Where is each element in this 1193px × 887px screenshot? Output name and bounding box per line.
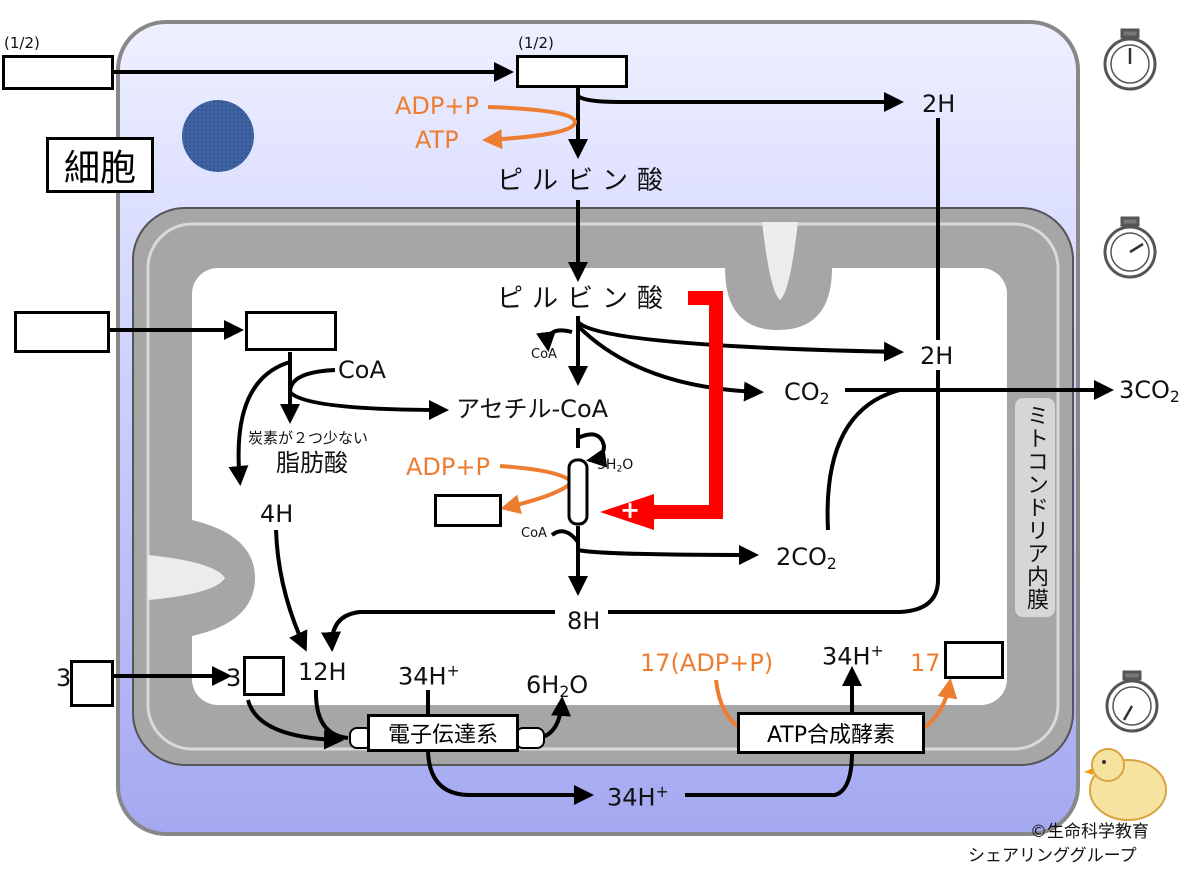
atp-17: 17: [910, 649, 941, 677]
blank-atp-synthase[interactable]: [944, 641, 1004, 679]
mito-intermembrane-edge: [146, 222, 1060, 751]
four-h: 4H: [260, 500, 294, 528]
mito-membrane-label: ミトコンドリア内膜: [1015, 398, 1055, 617]
co2-label: CO2: [784, 378, 830, 408]
h-plus-34-right: 34H+: [822, 642, 884, 671]
etc-label: 電子伝達系: [367, 714, 519, 752]
etc-cylinder-right: [515, 727, 545, 749]
blank-glycolysis[interactable]: [516, 55, 628, 88]
pyruvate-cytosol: ピルビン酸: [497, 166, 673, 196]
coeff-inner: 3: [226, 664, 242, 692]
pyruvate-matrix: ピルビン酸: [497, 284, 673, 314]
blank-fat-outside[interactable]: [14, 311, 110, 353]
blank-fat-matrix[interactable]: [245, 311, 337, 351]
fatty-acid: 脂肪酸: [276, 449, 348, 477]
copyright-line2: シェアリンググループ: [968, 846, 1137, 866]
adp-17: 17(ADP+P): [640, 649, 774, 677]
two-h-top: 2H: [922, 90, 956, 118]
h-plus-34-left: 34H+: [398, 662, 460, 691]
stopwatch-icon: [1103, 28, 1157, 91]
regulation-arrow: [650, 291, 723, 519]
twelve-h: 12H: [298, 658, 347, 686]
blank-inner-small[interactable]: [243, 656, 285, 696]
carbon-less-note: 炭素が２つ少ない: [248, 429, 369, 447]
two-co2-label: 2CO2: [776, 543, 837, 573]
coa-small-top: CoA: [531, 347, 557, 362]
copyright-line1: ©生命科学教育: [1030, 822, 1149, 842]
three-h2o: 3H2O: [597, 457, 634, 475]
blank-left-small[interactable]: [70, 660, 114, 707]
three-co2-label: 3CO2: [1119, 376, 1180, 406]
tca-cylinder: [567, 458, 589, 526]
stopwatch-icon: [1105, 670, 1159, 733]
coeff-left: 3: [56, 664, 72, 692]
nucleus-dot: [182, 100, 254, 172]
fraction-left: (1/2): [4, 34, 40, 52]
eight-h: 8H: [567, 607, 601, 635]
crista-top: [725, 268, 832, 330]
coa-small-bottom: CoA: [521, 526, 547, 541]
chick-mascot-icon: [1084, 748, 1167, 821]
atp-synthase-label: ATP合成酵素: [737, 712, 925, 754]
adp-p-tca: ADP+P: [406, 453, 490, 481]
six-h2o: 6H2O: [526, 671, 589, 701]
cell-label: 細胞: [46, 137, 154, 193]
two-h-matrix: 2H: [920, 342, 954, 370]
acetyl-coa: アセチル-CoA: [456, 395, 609, 423]
atp-glycolysis: ATP: [415, 126, 459, 154]
blank-tca-atp[interactable]: [434, 494, 502, 527]
fraction-top: (1/2): [518, 34, 554, 52]
stopwatch-icon: [1103, 216, 1157, 279]
mito-matrix: [192, 268, 1007, 705]
adp-p-glycolysis: ADP+P: [395, 92, 479, 120]
h-plus-34-bottom: 34H+: [607, 783, 669, 812]
coa-fat: CoA: [338, 356, 386, 384]
plus-sign: +: [620, 496, 641, 524]
blank-glucose-outside[interactable]: [2, 55, 114, 90]
